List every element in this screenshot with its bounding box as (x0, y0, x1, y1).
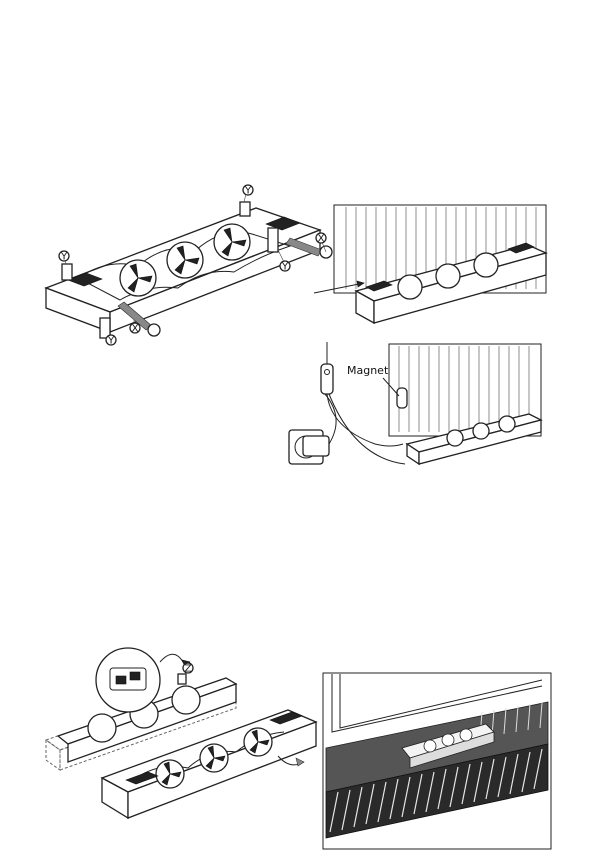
thermostat-magnet-drawing: Magnet (285, 338, 555, 473)
label-y-top: Y (244, 186, 252, 197)
fan-3 (214, 224, 250, 260)
figure-floor-convector (322, 672, 552, 850)
join-units-drawing: Z (40, 640, 330, 845)
clip-left (62, 264, 72, 280)
label-z: Z (185, 664, 192, 675)
screw (178, 674, 186, 684)
inset-detail (96, 648, 160, 712)
figure-fan-unit-exploded: Y X Y Y X Y (38, 180, 338, 355)
figure-join-units: Z (40, 640, 330, 845)
label-y-bottom: Y (107, 336, 115, 347)
clip-top (240, 202, 250, 216)
radiator-mounted-drawing (312, 203, 552, 333)
label-y-left: Y (60, 252, 68, 263)
fan-unit-exploded-drawing: Y X Y Y X Y (38, 180, 338, 355)
magnet-sensor (397, 388, 407, 408)
fan-1 (120, 260, 156, 296)
thermostat-control (321, 364, 333, 394)
floor-convector-drawing (322, 672, 552, 850)
magnet-label: Magnet (347, 364, 389, 377)
label-x-bottom: X (132, 324, 139, 335)
figure-radiator-mounted (312, 203, 552, 333)
figure-thermostat-magnet: Magnet (285, 338, 555, 473)
clip-right (268, 228, 278, 252)
fan-2 (167, 242, 203, 278)
arrow-head (357, 281, 364, 287)
power-adapter (303, 436, 329, 456)
label-y-right: Y (281, 262, 289, 273)
